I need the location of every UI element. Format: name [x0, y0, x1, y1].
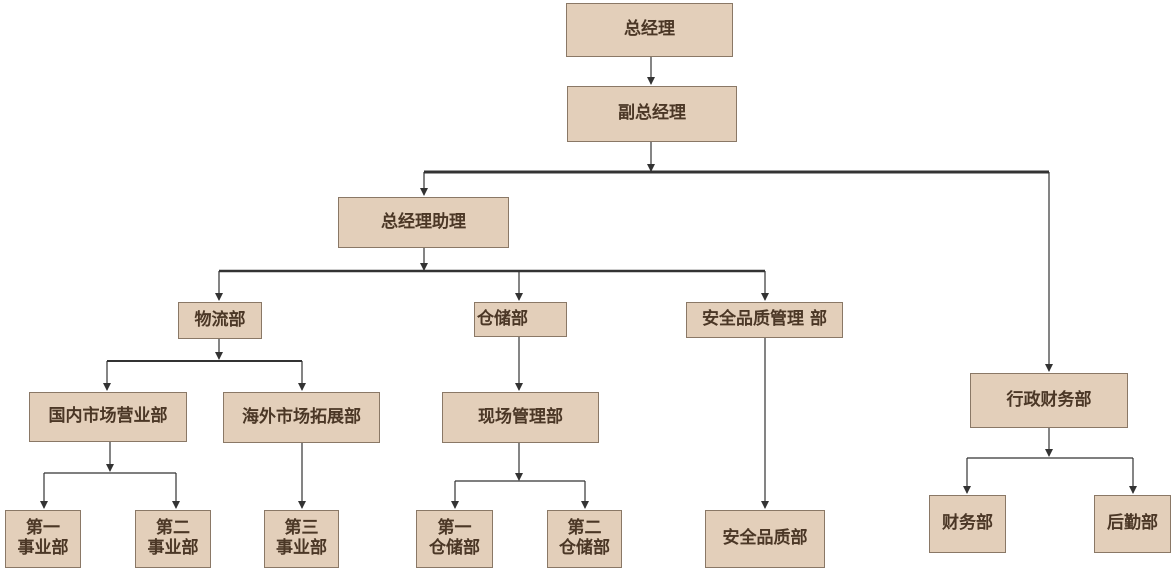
node-logistics-label: 物流部 [194, 309, 246, 330]
node-safety-quality-mgmt: 安全品质管理 部 [686, 302, 843, 338]
node-site-mgmt-label: 现场管理部 [478, 406, 563, 427]
node-deputy-gm: 副总经理 [567, 86, 737, 142]
node-biz-unit-3-label: 第三 事业部 [276, 518, 327, 558]
node-gm-assistant-label: 总经理助理 [381, 211, 466, 232]
node-safety-quality: 安全品质部 [705, 510, 825, 568]
node-finance: 财务部 [929, 495, 1006, 553]
node-safety-quality-mgmt-label: 安全品质管理 部 [702, 309, 827, 330]
node-warehouse-label: 仓储部 [477, 308, 528, 329]
node-logistics-support-label: 后勤部 [1107, 513, 1158, 534]
node-biz-unit-2-label: 第二 事业部 [147, 518, 199, 558]
node-domestic-sales: 国内市场营业部 [29, 392, 187, 442]
node-domestic-sales-label: 国内市场营业部 [48, 406, 168, 427]
node-safety-quality-label: 安全品质部 [722, 528, 808, 549]
node-overseas-dev-label: 海外市场拓展部 [242, 406, 361, 427]
node-biz-unit-1-label: 第一 事业部 [17, 518, 69, 558]
node-warehouse-2: 第二 仓储部 [547, 510, 622, 568]
node-finance-label: 财务部 [942, 513, 993, 534]
node-logistics-support: 后勤部 [1094, 495, 1171, 553]
node-warehouse-1: 第一 仓储部 [416, 510, 493, 568]
node-site-mgmt: 现场管理部 [442, 392, 599, 443]
node-admin-finance: 行政财务部 [970, 373, 1128, 428]
node-biz-unit-2: 第二 事业部 [135, 510, 211, 568]
node-gm-label: 总经理 [624, 19, 675, 40]
node-gm-assistant: 总经理助理 [338, 197, 509, 248]
node-warehouse-2-label: 第二 仓储部 [559, 518, 610, 558]
node-deputy-gm-label: 副总经理 [618, 103, 686, 124]
node-logistics: 物流部 [178, 302, 262, 339]
node-gm: 总经理 [566, 3, 733, 57]
node-biz-unit-3: 第三 事业部 [264, 510, 339, 568]
node-biz-unit-1: 第一 事业部 [5, 510, 81, 568]
node-warehouse-1-label: 第一 仓储部 [429, 518, 480, 558]
node-overseas-dev: 海外市场拓展部 [223, 392, 380, 443]
node-admin-finance-label: 行政财务部 [1006, 389, 1092, 410]
node-warehouse: 仓储部 [474, 302, 567, 337]
